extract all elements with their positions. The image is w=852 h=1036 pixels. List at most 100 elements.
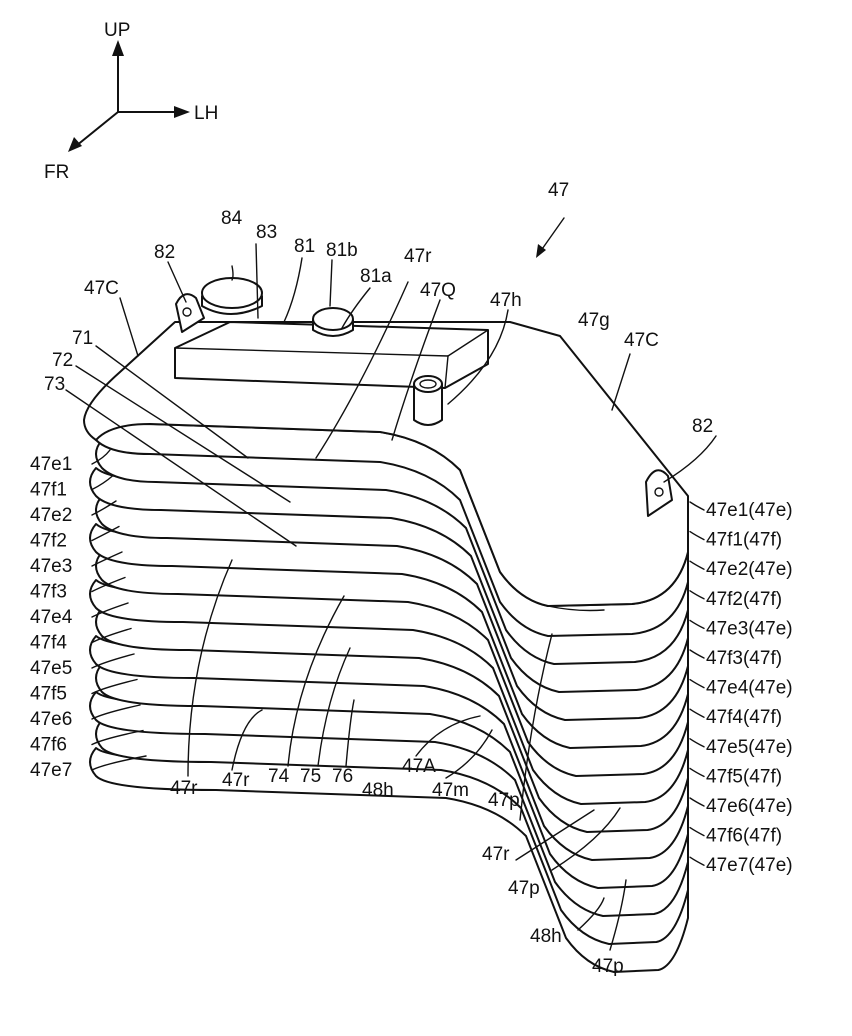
label-47p-c: 47p [592,956,624,977]
left-stack-label: 47f2 [30,531,67,552]
label-47m: 47m [432,780,469,801]
label-82-left: 82 [154,242,175,263]
leader-line [689,856,705,866]
label-75: 75 [300,766,321,787]
leader-line [689,708,705,718]
left-stack-label: 47f4 [30,633,67,654]
tank-top [83,277,689,612]
label-47h: 47h [490,290,522,311]
leader-line [91,500,117,516]
label-47p-a: 47p [488,790,520,811]
raised-block [174,321,489,389]
leader-line [91,474,114,491]
cap-81b [312,307,354,337]
leader-line [689,738,705,748]
leader-lines [65,217,717,951]
leader-line [91,449,111,465]
left-stack-label: 47e2 [30,505,72,526]
leader-line [689,530,705,541]
leader-line [689,590,705,600]
label-81a: 81a [360,266,392,287]
leader-line [91,653,135,669]
leader-line [689,560,705,570]
right-stack-label: 47e5(47e) [706,737,793,758]
label-81: 81 [294,236,315,257]
leader-line [91,551,123,567]
label-71: 71 [72,328,93,349]
layer-stack [89,411,689,973]
leader-line [689,501,705,511]
leader-line [689,826,705,837]
mounting-tab-left [175,293,205,333]
label-47g: 47g [578,310,610,331]
axis-fr-label: FR [44,162,69,183]
right-stack-label: 47e1(47e) [706,500,793,521]
left-stack-label: 47e5 [30,658,72,679]
label-76: 76 [332,766,353,787]
leader-line [689,797,705,807]
right-stack-label: 47e3(47e) [706,618,793,639]
right-stack-label: 47f3(47f) [706,648,782,669]
left-stack-labels: 47e147f147e247f247e347f347e447f447e547f5… [30,449,147,781]
arrow-right-icon [174,106,190,118]
label-72: 72 [52,350,73,371]
leader-line [91,525,120,542]
right-stack-labels: 47e1(47e)47f1(47f)47e2(47e)47f2(47f)47e3… [689,500,793,876]
label-47r-a: 47r [170,778,198,799]
leader-line [689,767,705,778]
leader-line [91,678,138,695]
label-47r-top: 47r [404,246,432,267]
pipe-47h [413,375,443,426]
leader-line [91,627,132,644]
label-74: 74 [268,766,290,787]
right-stack-label: 47e7(47e) [706,855,793,876]
right-stack-label: 47e2(47e) [706,559,793,580]
arrow-up-icon [112,40,124,56]
label-47p-b: 47p [508,878,540,899]
left-stack-label: 47f3 [30,582,67,603]
cap-84 [201,277,263,315]
leader-line [91,576,126,593]
right-stack-label: 47e4(47e) [706,678,793,699]
axis-up-label: UP [104,20,130,41]
left-stack-label: 47e7 [30,760,72,781]
label-48h-a: 48h [362,780,394,801]
leader-line [91,755,147,771]
top-surface [83,321,689,607]
right-stack-label: 47f4(47f) [706,707,782,728]
label-81b: 81b [326,240,358,261]
right-stack-label: 47e6(47e) [706,796,793,817]
right-stack-label: 47f5(47f) [706,766,782,787]
arrow-front-icon [68,137,82,152]
left-stack-label: 47f1 [30,480,67,501]
left-stack-label: 47e4 [30,607,73,628]
left-stack-label: 47e3 [30,556,72,577]
left-stack-label: 47e6 [30,709,72,730]
figure-ref-label: 47 [548,180,569,201]
leader-line [689,619,705,630]
label-47r-c: 47r [482,844,510,865]
reference-labels: 47 84 83 81 81b 81a 47r 47Q 47h 47g 47C … [44,180,713,977]
label-47A: 47A [402,756,436,777]
label-47C-left: 47C [84,278,119,299]
label-82-right: 82 [692,416,713,437]
left-stack-label: 47f6 [30,735,67,756]
figure-arrow-icon [536,244,546,258]
label-48h-b: 48h [530,926,562,947]
right-stack-label: 47f6(47f) [706,826,782,847]
label-84: 84 [221,208,243,229]
right-stack-label: 47f1(47f) [706,530,782,551]
label-47r-b: 47r [222,770,250,791]
orientation-axes: UP LH FR [44,20,218,183]
leader-line [91,704,141,720]
leader-line [91,602,129,618]
axis-lh-label: LH [194,103,218,124]
left-stack-label: 47e1 [30,454,72,475]
label-47Q: 47Q [420,280,456,301]
leader-line [689,678,705,689]
label-73: 73 [44,374,65,395]
leader-line [91,729,144,746]
leader-line [689,649,705,659]
